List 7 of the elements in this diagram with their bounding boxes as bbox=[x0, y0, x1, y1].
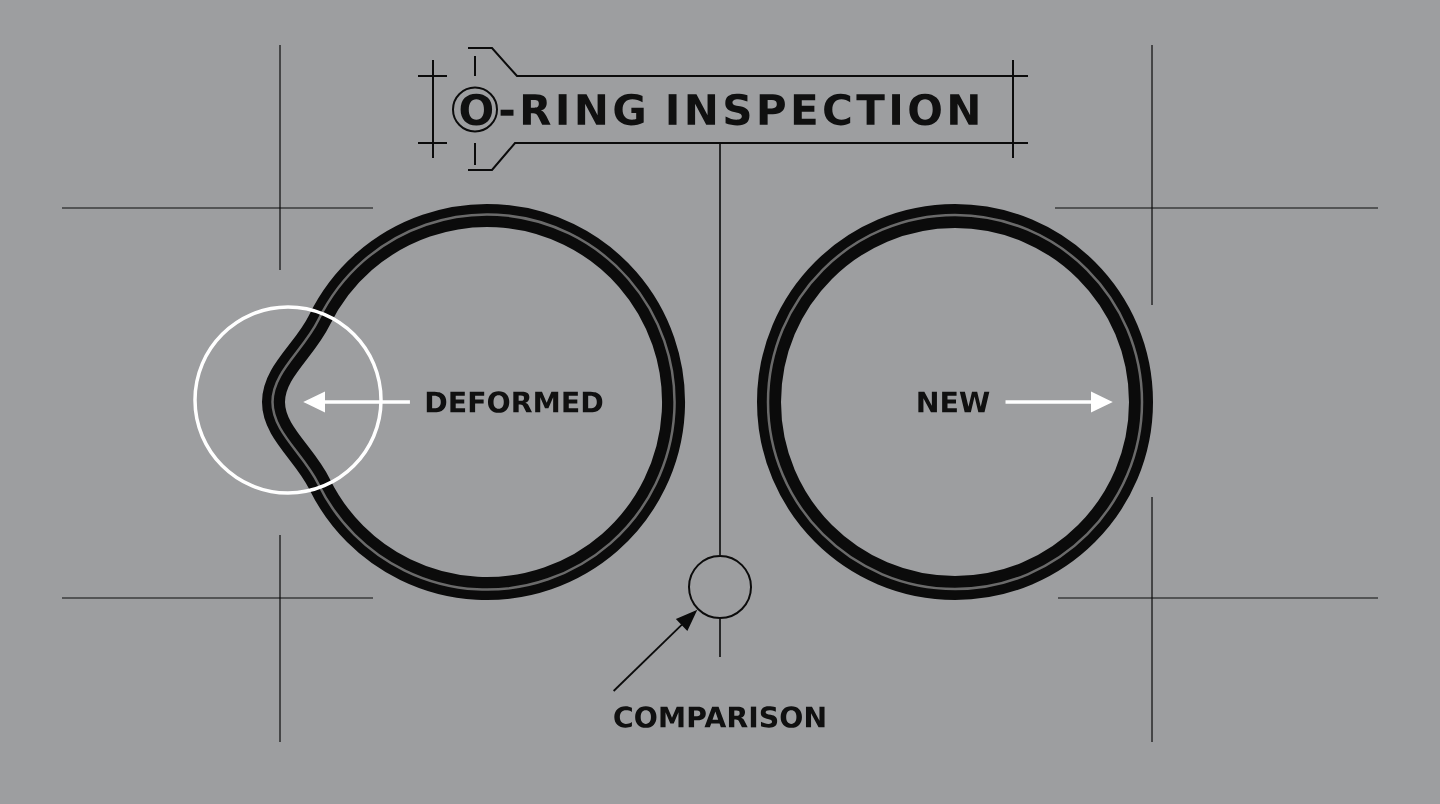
connector-line bbox=[719, 142, 721, 556]
callout-label: COMPARISON bbox=[614, 706, 825, 728]
o-ring bbox=[757, 204, 1153, 600]
callout-label: DEFORMED bbox=[426, 391, 603, 413]
callout-label: NEW bbox=[918, 391, 990, 413]
o-ring bbox=[262, 204, 685, 600]
circle-marker bbox=[688, 555, 752, 619]
